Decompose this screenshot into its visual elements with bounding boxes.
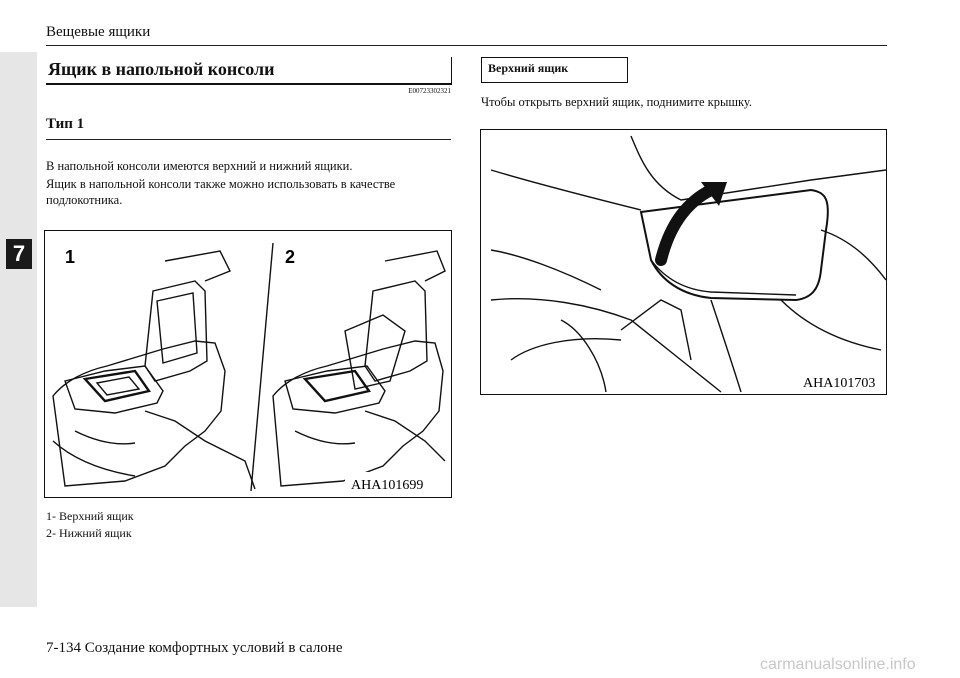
subsection-divider: [46, 139, 451, 140]
section-heading: Ящик в напольной консоли: [46, 57, 452, 85]
figure-label-1: 1: [65, 247, 75, 267]
console-boxes-figure: 1 2 AHA101699: [44, 230, 452, 498]
section-title: Ящик в напольной консоли: [48, 59, 275, 79]
chapter-sidebar: [0, 52, 37, 607]
running-header: Вещевые ящики: [46, 24, 151, 40]
page-footer: 7-134 Создание комфортных условий в сало…: [46, 640, 343, 656]
header-divider: [46, 45, 887, 46]
figure-label-2: 2: [285, 247, 295, 267]
subsection-title: Тип 1: [46, 116, 85, 132]
intro-paragraph-2: Ящик в напольной консоли также можно исп…: [46, 177, 396, 207]
upper-box-figure: AHA101703: [480, 129, 887, 395]
chapter-tab[interactable]: 7: [6, 239, 32, 269]
legend-item-1: 1- Верхний ящик: [46, 509, 134, 523]
upper-box-paragraph: Чтобы открыть верхний ящик, поднимите кр…: [481, 95, 752, 109]
legend-item-2: 2- Нижний ящик: [46, 526, 132, 540]
watermark-text: carmanualsonline.info: [760, 656, 916, 673]
figure-left-code: AHA101699: [351, 478, 423, 493]
console-illustration: 1 2 AHA101699: [52, 242, 447, 494]
intro-paragraph-1: В напольной консоли имеются верхний и ни…: [46, 159, 353, 173]
armrest-lid-illustration: AHA101703: [490, 135, 886, 393]
upper-box-title: Верхний ящик: [488, 61, 569, 75]
figure-right-code: AHA101703: [803, 376, 875, 391]
section-code: E00723302321: [408, 87, 451, 95]
upper-box-heading: Верхний ящик: [481, 57, 628, 83]
